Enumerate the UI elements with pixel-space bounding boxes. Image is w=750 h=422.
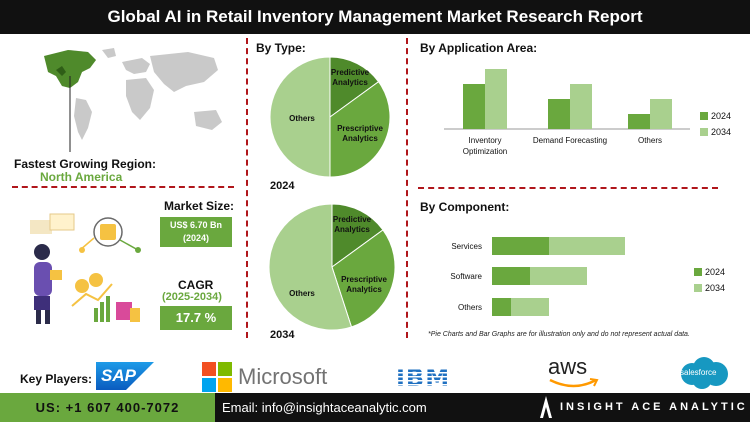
component-bar-2034 — [530, 267, 587, 285]
component-legend-swatch-2024 — [694, 268, 702, 276]
application-legend-swatch-2024 — [700, 112, 708, 120]
divider-right-horizontal — [418, 187, 718, 189]
region-value: North America — [40, 170, 123, 184]
application-bar-2034 — [570, 84, 592, 129]
pie-2024-year: 2024 — [270, 180, 295, 192]
component-bar-2024 — [492, 267, 530, 285]
insight-ace-logo-icon — [540, 396, 552, 418]
microsoft-squares-icon — [202, 362, 232, 392]
cagr-period: (2025-2034) — [162, 291, 222, 303]
component-legend-label-2024: 2024 — [705, 267, 725, 277]
component-legend-swatch-2034 — [694, 284, 702, 292]
by-type-label: By Type: — [256, 41, 306, 55]
component-category-label: Software — [450, 272, 482, 281]
aws-logo: aws — [546, 354, 602, 390]
component-bar-2034 — [511, 298, 549, 316]
component-category-label: Others — [458, 303, 482, 312]
application-category-label: Demand Forecasting — [533, 136, 607, 145]
footer-email-bar: Email: info@insightaceanalytic.com — [215, 393, 750, 422]
market-size-box: US$ 6.70 Bn (2024) — [160, 217, 232, 247]
divider-right — [406, 38, 408, 338]
component-bar-2024 — [492, 298, 511, 316]
footer-phone: US: +1 607 400-7072 — [0, 393, 215, 422]
ibm-stripes — [396, 368, 466, 386]
pie-slice-prescriptive-analytics — [331, 229, 396, 328]
pie-label-others: Others — [289, 289, 315, 298]
application-legend-label-2024: 2024 — [711, 111, 731, 121]
world-map — [44, 48, 222, 152]
by-component-label: By Component: — [420, 200, 510, 214]
pie-slice-predictive-analytics — [329, 56, 380, 118]
pie-slice-prescriptive-analytics — [329, 81, 391, 178]
market-size-year: (2024) — [182, 233, 209, 243]
aws-logo-text: aws — [548, 354, 588, 379]
pie-2034-year: 2034 — [270, 329, 295, 341]
cagr-label: CAGR — [178, 278, 214, 292]
microsoft-logo-text: Microsoft — [238, 364, 328, 389]
pie-slice-predictive-analytics — [331, 203, 384, 268]
sap-logo-text: SAP — [101, 366, 136, 385]
aws-smile-icon — [549, 378, 599, 388]
report-title-bar: Global AI in Retail Inventory Management… — [0, 0, 750, 34]
microsoft-logo: Microsoft — [202, 362, 342, 392]
sap-logo-shape — [96, 362, 154, 390]
component-legend-label-2034: 2034 — [705, 283, 725, 293]
pie-slice-others — [268, 203, 353, 331]
application-bar-2024 — [548, 99, 570, 129]
salesforce-cloud-icon — [681, 357, 728, 389]
cagr-value: 17.7 % — [160, 306, 232, 330]
application-bar-2034 — [650, 99, 672, 129]
report-title: Global AI in Retail Inventory Management… — [107, 7, 643, 26]
salesforce-logo: salesforce — [676, 356, 732, 390]
divider-left-horizontal — [12, 186, 234, 188]
footer-email: Email: info@insightaceanalytic.com — [222, 400, 427, 415]
component-bar-2034 — [549, 237, 625, 255]
by-application-label: By Application Area: — [420, 41, 538, 55]
pie-slice-others — [269, 56, 331, 178]
application-bar-2024 — [628, 114, 650, 129]
application-bar-2034 — [485, 69, 507, 129]
market-size-label: Market Size: — [164, 199, 235, 213]
divider-left — [246, 38, 248, 338]
footer-brand: INSIGHT ACE ANALYTIC — [560, 401, 748, 413]
pie-label-others: Others — [289, 114, 315, 123]
component-bar-2024 — [492, 237, 549, 255]
component-category-label: Services — [451, 242, 482, 251]
region-label: Fastest Growing Region: — [14, 157, 157, 171]
ibm-logo: IBM — [396, 364, 466, 392]
sap-logo: SAP — [96, 362, 154, 390]
application-legend-swatch-2034 — [700, 128, 708, 136]
salesforce-logo-text: salesforce — [680, 368, 717, 377]
illustration-note: *Pie Charts and Bar Graphs are for illus… — [428, 331, 690, 338]
application-legend-label-2034: 2034 — [711, 127, 731, 137]
application-bar-2024 — [463, 84, 485, 129]
market-size-value: US$ 6.70 Bn — [169, 220, 223, 230]
application-category-label: Others — [638, 136, 662, 145]
retail-ai-illustration — [30, 213, 141, 324]
key-players-label: Key Players: — [20, 372, 93, 386]
